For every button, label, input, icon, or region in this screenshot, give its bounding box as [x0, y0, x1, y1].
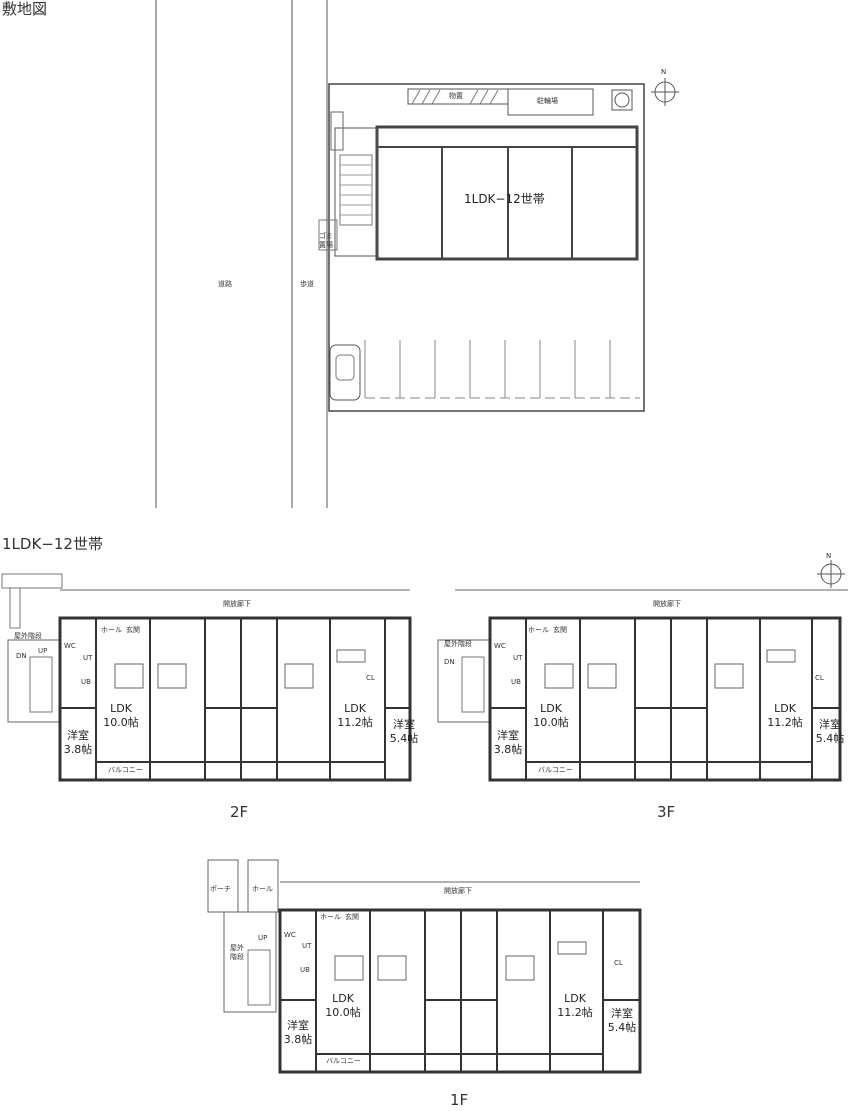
f3-ub-label: UB: [511, 678, 521, 686]
f2-entrance-label: 玄関: [126, 626, 140, 634]
f3-stairs-label: 屋外階段: [444, 640, 472, 648]
road-label: 道路: [218, 280, 232, 288]
site-plan-title: 敷地図: [2, 0, 48, 18]
f1-ldk-label: LDK: [332, 992, 354, 1005]
f2-dn-label: DN: [16, 652, 27, 660]
f1-western2-size: 5.4帖: [607, 1021, 637, 1034]
f2-balcony-label: バルコニー: [108, 766, 143, 774]
f2-western2-size: 5.4帖: [389, 732, 419, 745]
f1-wc-label: WC: [284, 931, 296, 939]
f3-hall-label: ホール: [528, 626, 549, 634]
f3-western-size: 3.8帖: [493, 743, 523, 756]
f1-balcony-label: バルコニー: [326, 1057, 361, 1065]
f1-ldk-size: 10.0帖: [325, 1006, 361, 1019]
f2-western-label: 洋室: [67, 729, 89, 742]
f1-corridor-label: 開放廊下: [444, 887, 472, 895]
f1-hall-label: ホール: [320, 913, 341, 921]
f1-hall-top-label: ホール: [252, 885, 273, 893]
f3-wc-label: WC: [494, 642, 506, 650]
f3-western2-size: 5.4帖: [815, 732, 845, 745]
f2-hall-label: ホール: [101, 626, 122, 634]
f3-ldk2-label: LDK: [774, 702, 796, 715]
f1-ldk2-label: LDK: [564, 992, 586, 1005]
f2-cl-label: CL: [366, 674, 375, 682]
f3-ut-label: UT: [513, 654, 523, 662]
f2-wc-label: WC: [64, 642, 76, 650]
f3-western2-label: 洋室: [819, 718, 841, 731]
floor-1f-label: 1F: [450, 1091, 469, 1109]
f1-western-label: 洋室: [287, 1019, 309, 1032]
f3-dn-label: DN: [444, 658, 455, 666]
f2-up-label: UP: [38, 647, 48, 655]
site-north-label: N: [661, 68, 667, 76]
sidewalk-label: 歩道: [300, 280, 314, 288]
f3-ldk-label: LDK: [540, 702, 562, 715]
f2-western2-label: 洋室: [393, 718, 415, 731]
f1-stairs-label: 屋外 階段: [230, 944, 244, 961]
f3-western-label: 洋室: [497, 729, 519, 742]
floor-plans-title: 1LDK−12世帯: [2, 535, 103, 553]
storage-label: 物置: [449, 92, 463, 100]
f1-porch-label: ポーチ: [210, 885, 231, 893]
f1-ut-label: UT: [302, 942, 312, 950]
f2-stairs-label: 屋外階段: [14, 632, 42, 640]
f3-cl-label: CL: [815, 674, 824, 682]
garbage-label: ゴミ 置場: [319, 232, 333, 249]
f3-ldk2-size: 11.2帖: [767, 716, 803, 729]
f2-western-size: 3.8帖: [63, 743, 93, 756]
f1-entrance-label: 玄関: [345, 913, 359, 921]
f2-ldk2-size: 11.2帖: [337, 716, 373, 729]
floor-north-label: N: [826, 552, 832, 560]
f2-corridor-label: 開放廊下: [223, 600, 251, 608]
f1-western2-label: 洋室: [611, 1007, 633, 1020]
f2-ldk-label: LDK: [110, 702, 132, 715]
f1-up-label: UP: [258, 934, 268, 942]
f3-corridor-label: 開放廊下: [653, 600, 681, 608]
bicycle-parking-label: 駐輪場: [537, 97, 558, 105]
floor-3f-label: 3F: [657, 803, 676, 821]
f3-ldk-size: 10.0帖: [533, 716, 569, 729]
f1-ldk2-size: 11.2帖: [557, 1006, 593, 1019]
f3-entrance-label: 玄関: [553, 626, 567, 634]
site-building-label: 1LDK−12世帯: [464, 192, 545, 206]
floor-2f-label: 2F: [230, 803, 249, 821]
f1-cl-label: CL: [614, 959, 623, 967]
f2-ut-label: UT: [83, 654, 93, 662]
f2-ldk-size: 10.0帖: [103, 716, 139, 729]
f2-ldk2-label: LDK: [344, 702, 366, 715]
f1-ub-label: UB: [300, 966, 310, 974]
f1-western-size: 3.8帖: [283, 1033, 313, 1046]
f2-ub-label: UB: [81, 678, 91, 686]
f3-balcony-label: バルコニー: [538, 766, 573, 774]
